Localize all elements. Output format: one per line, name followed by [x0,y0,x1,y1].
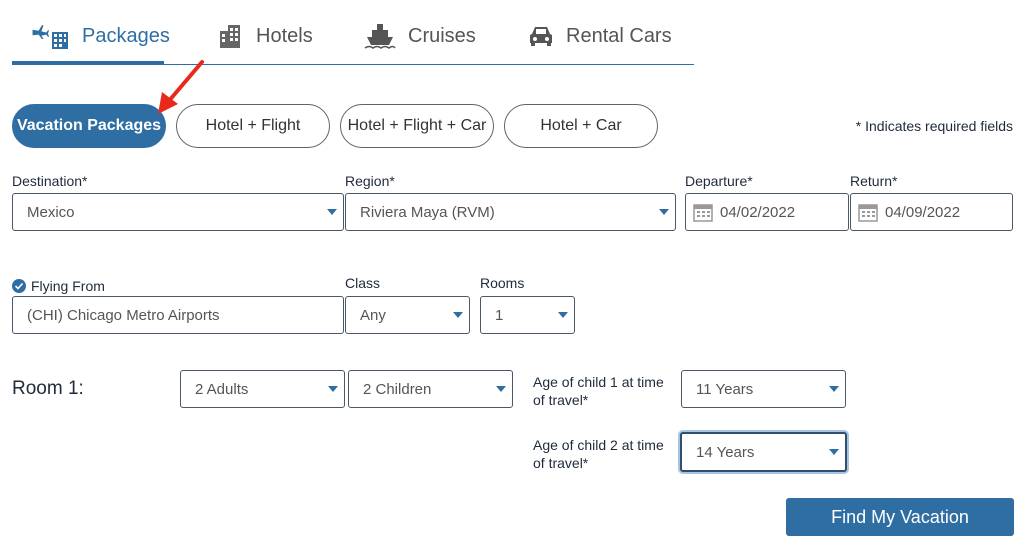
plane-building-icon [32,25,68,49]
button-label: Find My Vacation [831,506,969,527]
return-date-field[interactable]: 04/09/2022 [850,193,1013,231]
tab-rental-cars[interactable]: Rental Cars [528,18,672,54]
annotation-arrow-icon [158,60,204,114]
tab-label: Hotels [256,24,313,47]
departure-label: Departure* [685,173,753,189]
chevron-down-icon [558,312,568,318]
region-value: Riviera Maya (RVM) [360,203,495,221]
room-1-label: Room 1: [12,378,84,399]
child-2-age-select[interactable]: 14 Years [680,432,847,472]
departure-value: 04/02/2022 [720,203,796,221]
calendar-icon [692,201,714,223]
chevron-down-icon [496,386,506,392]
pill-label: Hotel + Flight + Car [347,117,487,134]
chevron-down-icon [829,449,839,455]
child-1-age-label: Age of child 1 at time of travel* [533,374,664,408]
tab-cruises[interactable]: Cruises [364,18,476,54]
calendar-icon [857,201,879,223]
tab-underline [12,64,694,65]
rooms-value: 1 [495,306,504,324]
child-1-age-value: 11 Years [696,380,754,398]
class-value: Any [360,306,386,324]
child-2-age-value: 14 Years [696,443,755,461]
children-select[interactable]: 2 Children [348,370,513,408]
pill-label: Vacation Packages [16,117,162,134]
ship-icon [364,24,396,49]
flying-from-input[interactable]: (CHI) Chicago Metro Airports [12,296,344,334]
return-label: Return* [850,173,898,189]
building-icon [220,25,240,48]
check-icon [14,282,24,290]
chevron-down-icon [328,386,338,392]
tab-label: Cruises [408,24,476,47]
child-1-age-select[interactable]: 11 Years [681,370,846,408]
child-2-age-label: Age of child 2 at time of travel* [533,437,664,471]
pill-label: Hotel + Car [540,117,622,134]
flying-from-label: Flying From [31,278,105,294]
find-my-vacation-button[interactable]: Find My Vacation [786,498,1014,536]
return-value: 04/09/2022 [885,203,961,221]
destination-label: Destination* [12,173,88,189]
adults-select[interactable]: 2 Adults [180,370,345,408]
chevron-down-icon [453,312,463,318]
tab-label: Packages [82,24,170,47]
rooms-select[interactable]: 1 [480,296,575,334]
chevron-down-icon [659,209,669,215]
region-label: Region* [345,173,395,189]
pill-hotel-flight-car[interactable]: Hotel + Flight + Car [340,104,494,148]
pill-label: Hotel + Flight [205,117,301,134]
pill-hotel-car[interactable]: Hotel + Car [504,104,658,148]
car-icon [530,27,552,46]
chevron-down-icon [327,209,337,215]
class-label: Class [345,275,381,291]
pill-hotel-flight[interactable]: Hotel + Flight [176,104,330,148]
departure-date-field[interactable]: 04/02/2022 [685,193,849,231]
region-select[interactable]: Riviera Maya (RVM) [345,193,676,231]
destination-select[interactable]: Mexico [12,193,344,231]
tab-hotels[interactable]: Hotels [218,18,313,54]
required-note: * Indicates required fields [855,118,1013,134]
adults-value: 2 Adults [195,380,249,398]
flying-from-value: (CHI) Chicago Metro Airports [27,306,220,324]
flying-from-checkbox[interactable] [12,279,26,293]
tab-active-indicator [12,61,164,65]
tab-packages[interactable]: Packages [32,18,170,54]
pill-vacation-packages[interactable]: Vacation Packages [12,104,166,148]
destination-value: Mexico [27,203,75,221]
chevron-down-icon [829,386,839,392]
rooms-label: Rooms [480,275,525,291]
class-select[interactable]: Any [345,296,470,334]
children-value: 2 Children [363,380,432,398]
tab-label: Rental Cars [566,24,672,47]
